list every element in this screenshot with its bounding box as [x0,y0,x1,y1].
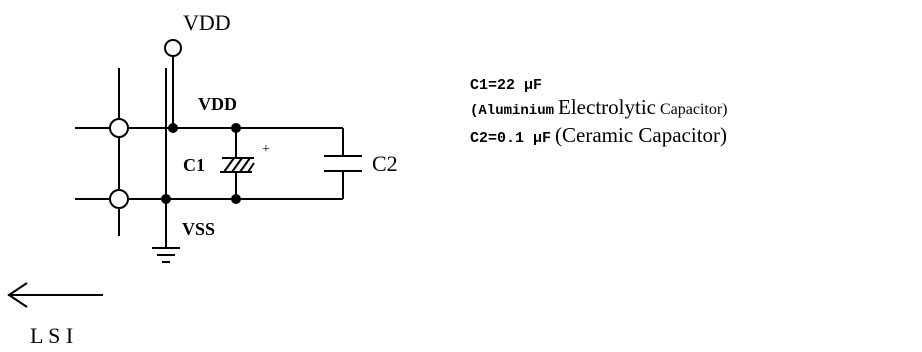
c1-plus-label: + [262,142,270,157]
junction-dot [161,194,171,204]
c1-type-note: (Aluminium Electrolytic Capacitor) [470,97,728,119]
c1-type-part-c: Capacitor) [659,101,728,118]
lsi-vdd-terminal [109,118,129,138]
capacitor-notes: C1=22 μF (Aluminium Electrolytic Capacit… [470,78,728,146]
lsi-vss-terminal [109,189,129,209]
lsi-arrow-head [7,282,28,308]
c1-type-part-a: (Aluminium [470,103,555,119]
c2-value-note: C2=0.1 μF [470,130,552,147]
c1-label: C1 [183,155,205,175]
lsi-label: L S I [30,323,73,348]
vss-rail-label: VSS [182,219,215,239]
c1-hatching [223,157,255,173]
c2-note: C2=0.1 μF (Ceramic Capacitor) [470,123,728,147]
c2-label: C2 [372,151,398,176]
c1-value-note: C1=22 μF [470,77,543,94]
c2-type-note: (Ceramic Capacitor) [555,123,728,147]
junction-dot [231,194,241,204]
junction-dot [168,123,178,133]
vdd-terminal [164,39,182,57]
c1-type-part-b: Electrolytic [558,95,656,119]
vdd-rail-label: VDD [198,94,237,114]
junction-dot [231,123,241,133]
vdd-top-label: VDD [183,10,231,35]
